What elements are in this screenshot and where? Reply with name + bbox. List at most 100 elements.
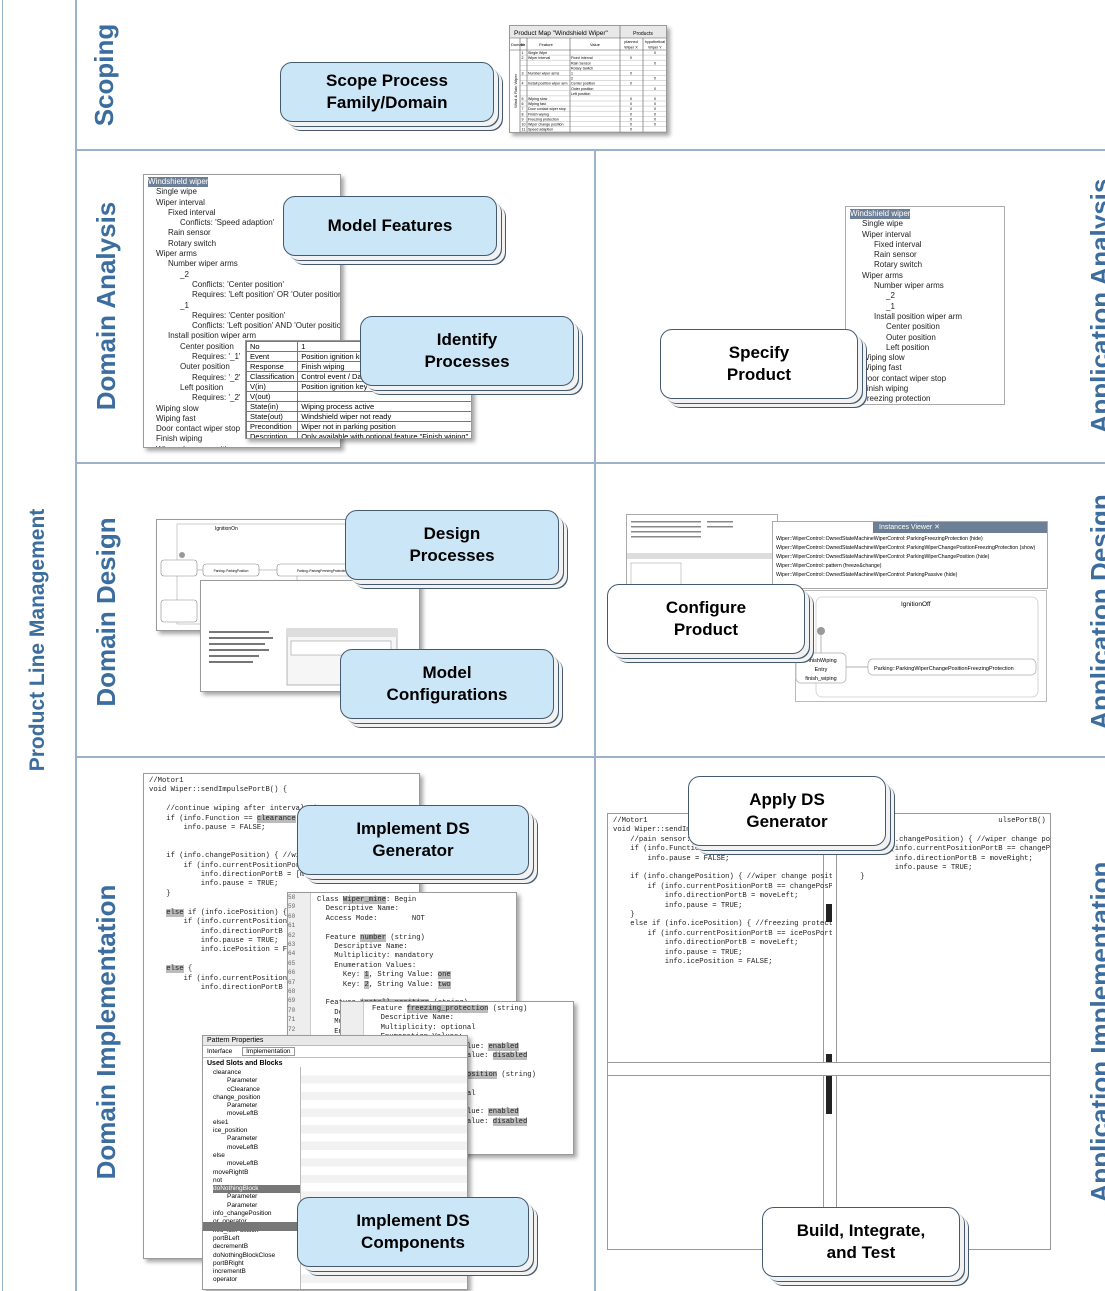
code-line: Class Wiper_mine: Begin	[317, 896, 417, 904]
feature-tree-item: Requires: '_2'	[192, 393, 241, 403]
line-number: 66	[288, 969, 296, 977]
code-highlight: Wiper_mine	[342, 896, 387, 904]
feature-tree-item: Requires: 'Left position' OR 'Outer posi…	[192, 290, 341, 300]
code-line: info.directionPortB = moveLeft;	[613, 892, 799, 901]
feature-tree-item: Rotary switch	[874, 260, 923, 270]
product-map-planned-header: planned	[624, 40, 638, 44]
code-highlight: enabled	[488, 1042, 519, 1051]
product-map-cell: 1	[571, 72, 573, 76]
feature-tree-item: Finish wiping	[862, 384, 909, 394]
product-map-cell: X	[654, 77, 657, 81]
build-integrate-test-box[interactable]: Build, Integrate,and Test	[762, 1207, 960, 1277]
code-line: if (info.currentPositionPortB == changeP…	[647, 882, 833, 891]
pattern-slot-item: not	[213, 1176, 223, 1184]
product-map-cell: 11	[522, 128, 526, 132]
line-number: 60	[288, 912, 296, 920]
feature-tree-item: Finish wiping	[156, 434, 203, 444]
feature-tree-item: Center position	[886, 322, 940, 332]
product-map-cell: Wiper change position	[528, 123, 564, 127]
instance-line: Wiper::WiperControl::OwnedStateMachineWi…	[776, 572, 958, 578]
product-map-cell: X	[654, 112, 657, 116]
pattern-slot-item: portBLeft	[213, 1234, 240, 1242]
code-line: }	[149, 889, 171, 898]
feature-tree-item: Freezing protection	[862, 394, 931, 404]
model-features-label: Model Features	[327, 215, 453, 235]
instance-editor-svg	[627, 521, 777, 588]
code-highlight: disabled	[492, 1117, 528, 1126]
process-table-row: State(out)Windshield wiper not ready	[246, 411, 471, 422]
feature-tree-item: Requires: '_1'	[192, 352, 241, 362]
impl-comp-line-1: Implement DS	[356, 1210, 470, 1230]
code-highlight: two	[437, 980, 451, 989]
model-features-box[interactable]: Model Features	[283, 196, 497, 256]
process-table-key: State(in)	[246, 401, 299, 412]
code-highlight: 2	[364, 980, 369, 989]
pattern-slot-item: info_changePosition	[213, 1210, 272, 1218]
code-line: else if (info.icePosition) {	[166, 908, 288, 917]
model-config-line-2: Configurations	[386, 685, 508, 704]
process-table-key: V(in)	[246, 381, 299, 392]
line-number: 72	[288, 1025, 296, 1033]
close-icon[interactable]: ✕	[934, 524, 941, 531]
row-label-application-implementation: Application Implementation	[1085, 861, 1105, 1203]
line-number: 61	[288, 922, 296, 930]
product-map-cell: X	[630, 112, 633, 116]
product-map-cell: 2	[571, 77, 573, 81]
product-map-products-header: Products	[633, 31, 653, 37]
product-map-cell: X	[630, 56, 633, 60]
row-divider-1	[75, 149, 1105, 151]
code-line: //Motor1	[149, 777, 184, 785]
feature-tree-item: Left position	[180, 382, 224, 392]
product-map-hypothetical-header: hypothetical	[645, 40, 665, 44]
process-table-value: Wiping process active	[297, 401, 471, 412]
process-table-key: Description	[246, 431, 299, 438]
product-map-cell: X	[654, 107, 657, 111]
process-table-row: V(out)	[246, 391, 471, 402]
product-map-cell: Wiper Interval	[528, 56, 550, 60]
product-map-cell: X	[654, 61, 657, 65]
code-line: info.directionPortB = moveLeft;	[613, 939, 799, 948]
line-number: 58	[288, 894, 296, 901]
feature-tree-item: Left position	[886, 342, 930, 352]
product-map-cell: X	[630, 72, 633, 76]
finish-wiping-action: finish_wiping	[805, 676, 837, 682]
feature-tree-item: Rotary switch	[168, 238, 217, 248]
line-number: 65	[288, 959, 296, 967]
product-map-cell: 4	[522, 82, 524, 86]
feature-tree-item: Windshield wiper	[148, 177, 209, 188]
pattern-properties-tabs: Interface Implementation	[203, 1046, 467, 1058]
code-highlight: else	[166, 965, 184, 974]
code-line: ulsePortB() {	[843, 817, 1051, 825]
code-line: info.pause = TRUE;	[149, 936, 279, 945]
ignition-off-statechart: IgnitionOff FinishWiping Entry finish_wi…	[795, 590, 1047, 702]
tab-interface[interactable]: Interface	[207, 1048, 233, 1055]
product-map-cell: 5	[522, 97, 524, 101]
code-line: info.pause = FALSE;	[149, 824, 266, 833]
feature-tree-item: Wiper arms	[156, 249, 197, 259]
product-map-cell: Outer position	[571, 87, 593, 91]
feature-tree-item: Install position wiper arm	[168, 331, 257, 341]
application-code-right: ulsePortB() { if (info.changePosition) {…	[838, 814, 1051, 886]
row-label-scoping: Scoping	[89, 23, 119, 127]
product-map-value-header: Value	[590, 42, 601, 47]
product-map-cell: X	[654, 97, 657, 101]
label-column-divider	[75, 0, 77, 1291]
code-line: Descriptive Name:	[317, 943, 408, 952]
configure-line-1: Configure	[665, 597, 747, 617]
product-map-cell: 10	[522, 123, 526, 127]
tab-implementation[interactable]: Implementation	[242, 1047, 295, 1056]
row-divider-3	[75, 756, 1105, 758]
code-highlight: disabled	[492, 1052, 528, 1061]
code-line: info.pause = TRUE;	[843, 864, 973, 873]
